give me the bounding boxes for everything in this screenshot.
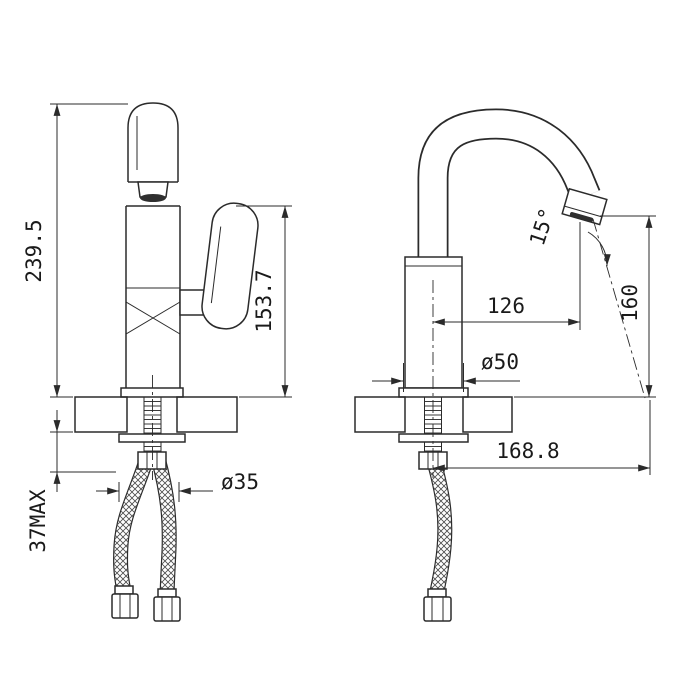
side-view: 15° 126 160 ø50 168.8 (354, 108, 656, 622)
base-flange-side (398, 387, 469, 398)
supply-hose-right (150, 456, 177, 595)
dim-total-height-label: 239.5 (22, 219, 46, 282)
dimension-hole-diameter: ø35 (96, 470, 259, 502)
spout-axis-projection (592, 218, 646, 399)
mounting-plate-side (398, 433, 469, 443)
hose-nut-left (111, 585, 139, 619)
countertop-front (74, 396, 238, 433)
hose-nut-side (423, 588, 452, 622)
dimension-handle-height: 153.7 (236, 205, 292, 398)
body-side (398, 256, 469, 398)
countertop-side (354, 396, 513, 433)
spout-outlet-tip (561, 187, 608, 226)
supply-hose-side (425, 455, 453, 594)
dimension-overall-reach: 168.8 (433, 400, 651, 475)
spout-front (127, 102, 179, 202)
dimension-spout-reach: 126 (433, 222, 581, 330)
dim-counter-thickness-label: 37MAX (26, 489, 50, 553)
front-view: 239.5 153.7 37MAX ø35 (22, 102, 292, 622)
supply-hose-left (113, 455, 155, 594)
mounting-plate (118, 433, 186, 443)
dimension-total-height: 239.5 (22, 103, 128, 398)
dim-overall-reach-label: 168.8 (496, 439, 559, 463)
mounting-nut (137, 451, 167, 470)
body-front (120, 205, 184, 398)
mounting-hardware-front (118, 397, 186, 470)
dim-spout-reach-label: 126 (487, 294, 525, 318)
dim-base-diameter-label: ø50 (481, 350, 519, 374)
dim-spout-angle-label: 15° (525, 205, 560, 248)
hose-nut-right (153, 588, 181, 622)
dimension-base-diameter: ø50 (372, 350, 520, 392)
dim-outlet-height-label: 160 (618, 284, 642, 322)
handle-lever (179, 202, 259, 330)
dimension-outlet-height: 160 (514, 215, 656, 398)
aerator-outlet (140, 194, 166, 202)
mounting-hardware-side (398, 397, 469, 470)
gooseneck-spout (417, 108, 608, 268)
dimension-counter-thickness: 37MAX (26, 410, 116, 553)
dim-hole-diameter-label: ø35 (221, 470, 259, 494)
base-flange-front (120, 387, 184, 398)
dim-handle-height-label: 153.7 (252, 269, 276, 332)
